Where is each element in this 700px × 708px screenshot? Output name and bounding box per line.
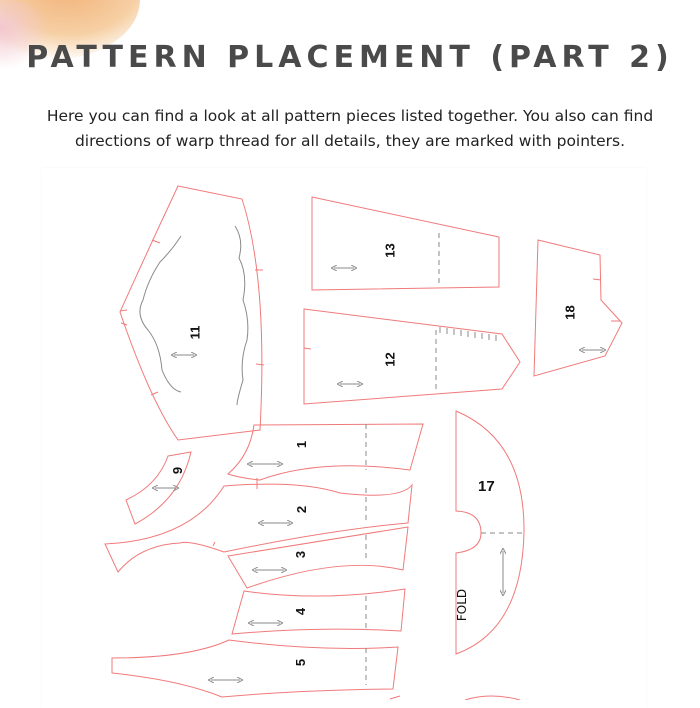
piece-label-3: 3 <box>293 550 309 559</box>
piece-2-outline <box>104 483 413 573</box>
piece-9-outline <box>125 451 192 525</box>
piece-4-outline <box>231 588 406 635</box>
piece-12-outline <box>303 308 521 405</box>
piece-label-9: 9 <box>170 466 186 475</box>
piece-label-2: 2 <box>294 505 310 514</box>
piece-17-outline <box>455 410 525 655</box>
piece-1-outline <box>227 423 424 481</box>
piece-label-4: 4 <box>293 607 309 616</box>
piece-label-17: 17 <box>478 478 495 495</box>
pattern-sheet <box>42 168 646 708</box>
piece-5-outline <box>111 639 399 698</box>
fold-label: FOLD <box>455 588 470 622</box>
piece-18-outline <box>533 239 623 377</box>
piece-label-12: 12 <box>382 352 398 367</box>
piece-label-18: 18 <box>562 305 578 320</box>
piece-13-outline <box>311 196 500 291</box>
piece-label-11: 11 <box>187 325 203 340</box>
piece-label-5: 5 <box>293 658 309 667</box>
grain-arrows <box>155 268 603 680</box>
piece-label-1: 1 <box>294 440 310 449</box>
page-title: PATTERN PLACEMENT (PART 2) <box>26 40 674 75</box>
piece-label-13: 13 <box>382 243 398 258</box>
piece-3-outline <box>227 526 409 589</box>
piece-11-outline <box>119 185 263 441</box>
page-description: Here you can find a look at all pattern … <box>46 107 654 150</box>
